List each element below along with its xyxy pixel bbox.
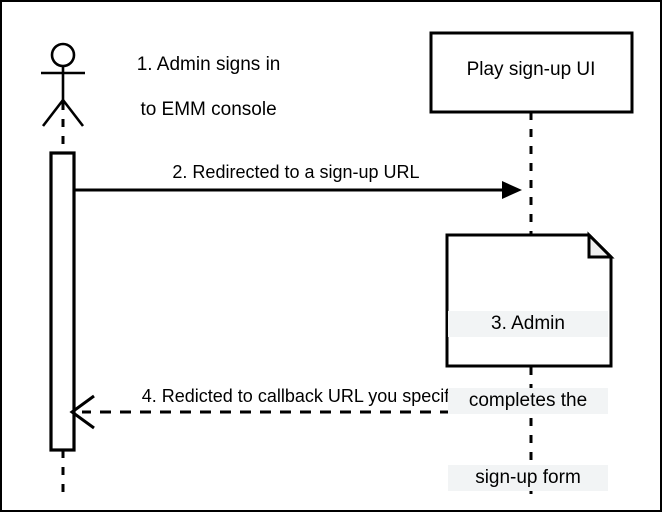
note-3-line-2: completes the (448, 388, 608, 414)
message-2-label: 2. Redirected to a sign-up URL (172, 162, 420, 182)
actor-stick-figure (41, 42, 85, 127)
message-4-label: 4. Redicted to callback URL you specify (141, 386, 459, 406)
message-4-arrowhead-open-icon (69, 394, 95, 430)
note-3-line-1: 3. Admin (448, 311, 608, 337)
note-3-text: 3. Admin completes the sign-up form (448, 260, 608, 510)
actor-leg-right-icon (61, 99, 85, 127)
message-2-arrowhead-filled-icon (502, 181, 522, 199)
message-2-arrow (74, 181, 522, 199)
actor-caption: 1. Admin signs in to EMM console (98, 32, 298, 144)
actor-caption-line-1: 1. Admin signs in (136, 54, 281, 76)
participant-label: Play sign-up UI (466, 59, 596, 80)
message-4-arrow (69, 394, 531, 430)
note-3-line-3: sign-up form (448, 465, 608, 491)
actor-leg-left-icon (41, 99, 65, 127)
note-3-folded-corner-icon (587, 231, 615, 259)
actor-caption-line-2: to EMM console (140, 99, 277, 121)
participant-box-play-sign-up-ui[interactable] (429, 31, 634, 114)
actor-activation-bar (49, 151, 76, 452)
actor-head-icon (50, 42, 76, 68)
